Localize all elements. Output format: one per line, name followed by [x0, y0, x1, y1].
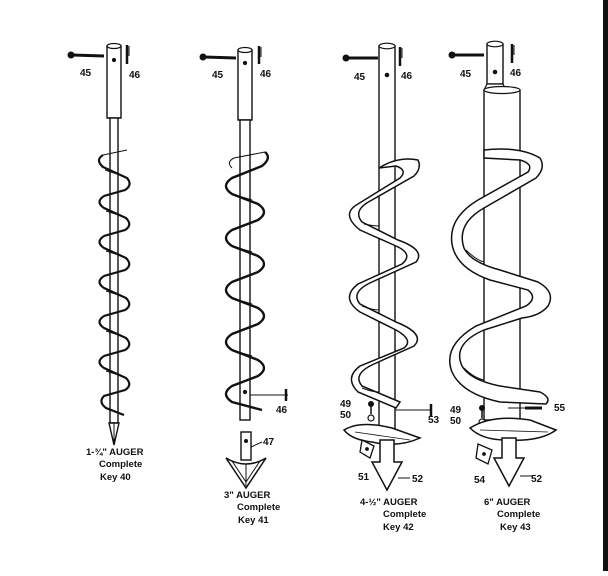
auger-4-5: 45 46 49 50 53 51: [340, 42, 440, 533]
caption-title: 4-½" AUGER: [360, 497, 418, 508]
auger-flighting: [449, 148, 552, 405]
part-label-46: 46: [260, 69, 272, 80]
part-label-45: 45: [460, 69, 472, 80]
tooth-51-icon: [359, 439, 375, 459]
part-label-45: 45: [354, 72, 366, 83]
part-label-45: 45: [212, 70, 224, 81]
washer-50-icon: [367, 414, 375, 422]
cutting-blade: [468, 417, 558, 442]
lower-shaft: [109, 117, 119, 424]
caption-complete: Complete: [237, 502, 280, 513]
caption-key: Key 43: [500, 522, 531, 533]
auger-1-75: 45 46 1-¾" AUGER Complete Key 40: [67, 42, 144, 483]
clip-46-icon: [510, 44, 515, 63]
part-label-46: 46: [510, 68, 522, 79]
bolt-49-icon: [368, 401, 374, 414]
auger-flighting: [224, 151, 270, 412]
pin-45-icon: [448, 51, 484, 59]
caption-complete: Complete: [383, 509, 426, 520]
part-label-50: 50: [450, 416, 462, 427]
clip-46-icon: [257, 46, 262, 64]
caption-complete: Complete: [497, 509, 540, 520]
upper-shaft: [106, 45, 122, 119]
upper-shaft: [486, 43, 504, 85]
point-52: [370, 439, 404, 492]
scan-edge-border: [603, 0, 608, 571]
clip-53-icon: [395, 404, 433, 416]
auger-flighting: [348, 158, 421, 409]
pin-45-icon: [342, 54, 378, 62]
bit-shank: [240, 431, 252, 461]
auger-6: 45 46 49 50 55: [448, 40, 566, 533]
part-label-46: 46: [401, 71, 413, 82]
part-label-47: 47: [263, 437, 275, 448]
caption-key: Key 42: [383, 522, 414, 533]
lower-shaft: [239, 119, 251, 421]
clip-46-lower-icon: [250, 389, 288, 401]
auger-flighting: [97, 154, 131, 417]
caption-title: 3" AUGER: [224, 490, 271, 501]
pin-45-icon: [199, 53, 237, 61]
part-label-46-lower: 46: [276, 405, 288, 416]
cutting-blade: [342, 423, 422, 445]
part-label-49: 49: [340, 399, 352, 410]
part-label-52: 52: [531, 474, 543, 485]
clip-46-icon: [125, 45, 130, 64]
upper-shaft: [237, 49, 253, 121]
part-label-46: 46: [129, 70, 141, 81]
tooth-54-icon: [475, 443, 493, 465]
pin-45-icon: [67, 51, 105, 59]
part-label-53: 53: [428, 415, 440, 426]
caption-key: Key 40: [100, 472, 131, 483]
tube: [483, 89, 521, 421]
point-52: [492, 437, 526, 488]
part-label-49: 49: [450, 405, 462, 416]
part-label-52: 52: [412, 474, 424, 485]
caption-key: Key 41: [238, 515, 269, 526]
part-label-54: 54: [474, 475, 486, 486]
part-label-45: 45: [80, 68, 92, 79]
part-label-51: 51: [358, 472, 370, 483]
caption-title: 6" AUGER: [484, 497, 531, 508]
auger-3: 45 46 46 47 3" AUGER Complete Key 41: [199, 46, 288, 526]
part-label-55: 55: [554, 403, 566, 414]
caption-title: 1-¾" AUGER: [86, 447, 144, 458]
part-label-50: 50: [340, 410, 352, 421]
bolt-49-icon: [479, 405, 485, 418]
clip-46-icon: [398, 47, 403, 66]
caption-complete: Complete: [99, 459, 142, 470]
